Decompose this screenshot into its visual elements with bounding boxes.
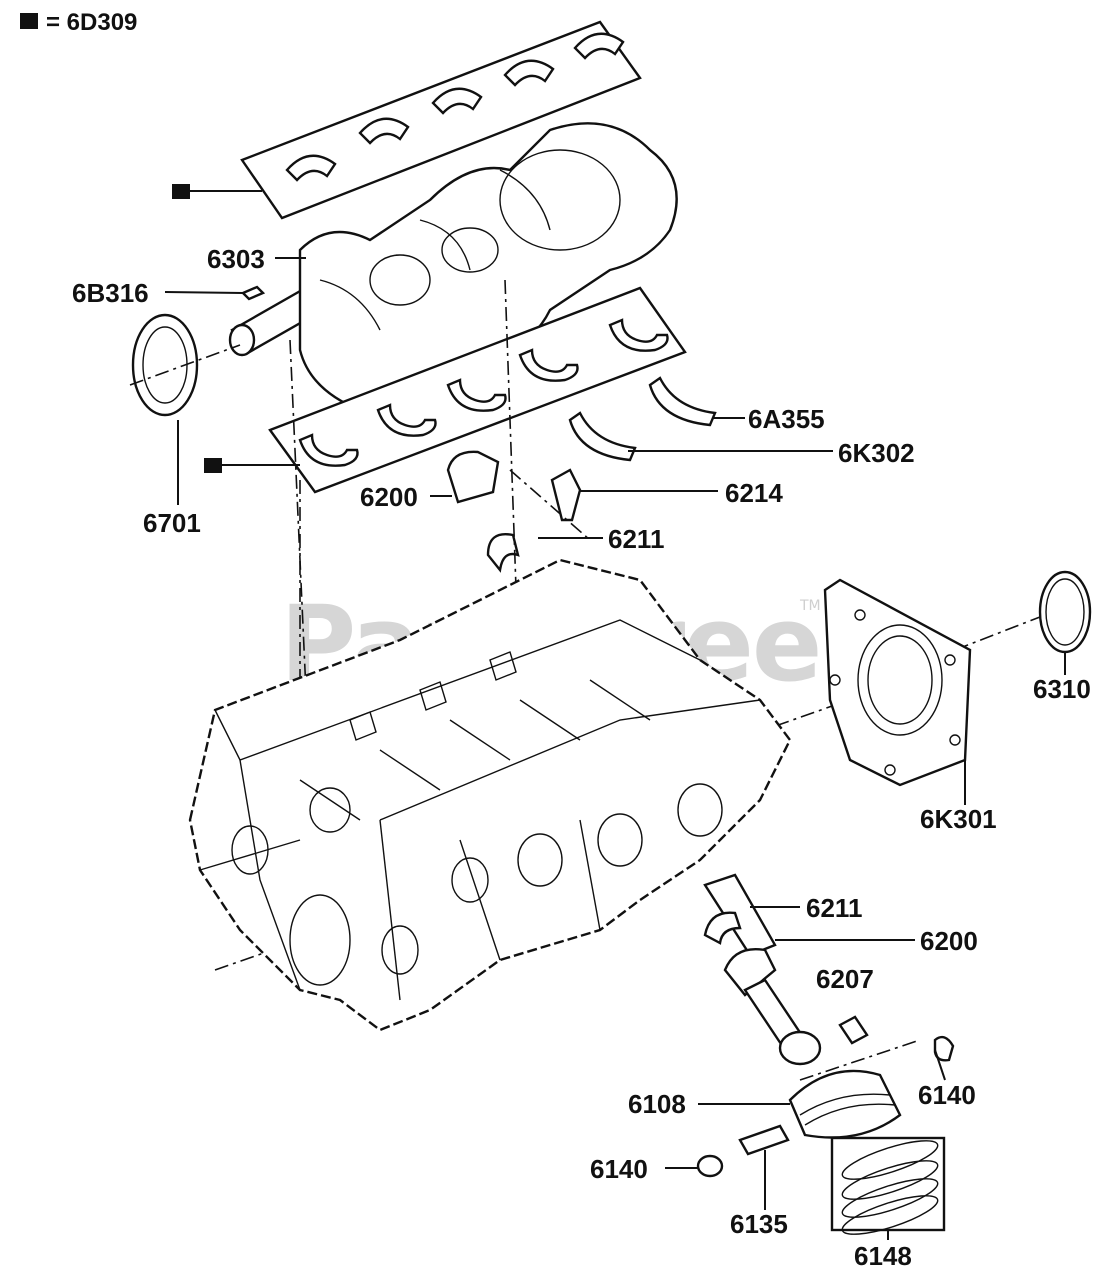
label-6214: 6214 <box>725 478 783 508</box>
engine-block <box>188 558 792 1032</box>
piston-6108 <box>788 1069 902 1139</box>
label-6211-upper: 6211 <box>608 524 664 554</box>
label-6140-right: 6140 <box>918 1080 976 1110</box>
label-6701: 6701 <box>143 508 201 538</box>
legend-text: = 6D309 <box>46 9 137 36</box>
thrust-bearing-6k302 <box>568 411 637 462</box>
pin-clip-6140-left <box>696 1154 724 1178</box>
label-6148: 6148 <box>854 1241 912 1271</box>
legend-square-icon <box>20 13 38 29</box>
piston-rings-6148 <box>830 1136 946 1235</box>
rod-bearing-6211-upper <box>486 533 520 573</box>
label-6K301: 6K301 <box>920 804 997 834</box>
label-6207: 6207 <box>816 964 874 994</box>
thrust-washer-6a355 <box>648 376 717 427</box>
label-6A355: 6A355 <box>748 404 825 434</box>
connecting-rod-lower <box>703 873 869 1066</box>
label-6310: 6310 <box>1033 674 1091 704</box>
leader-lines <box>164 257 1066 1240</box>
woodruff-key-6b316 <box>240 285 266 301</box>
crankshaft <box>228 122 678 418</box>
upper-bearing-square-icon <box>172 184 190 199</box>
lower-main-bearing-set <box>204 286 687 494</box>
rod-cap-6200-upper <box>446 450 500 504</box>
callout-labels: 6303 6B316 6701 6A355 6K302 6200 6214 62… <box>72 244 1091 1271</box>
watermark-tm: TM <box>799 598 821 614</box>
rod-bolt-6214 <box>550 468 582 522</box>
label-6135: 6135 <box>730 1209 788 1239</box>
rear-cover-6k301 <box>823 578 972 787</box>
label-6108: 6108 <box>628 1089 686 1119</box>
label-6B316: 6B316 <box>72 278 149 308</box>
label-6303: 6303 <box>207 244 265 274</box>
rear-oil-seal-6701 <box>129 313 241 417</box>
label-6200-lower: 6200 <box>920 926 978 956</box>
lower-bearing-square-icon <box>204 458 222 473</box>
legend: = 6D309 <box>20 9 137 36</box>
label-6211-lower: 6211 <box>806 893 862 923</box>
label-6140-left: 6140 <box>590 1154 648 1184</box>
rear-seal-6310 <box>1038 570 1092 654</box>
label-6200-upper: 6200 <box>360 482 418 512</box>
label-6K302: 6K302 <box>838 438 915 468</box>
piston-pin-6135 <box>738 1124 790 1156</box>
upper-main-bearing-set <box>172 20 642 220</box>
